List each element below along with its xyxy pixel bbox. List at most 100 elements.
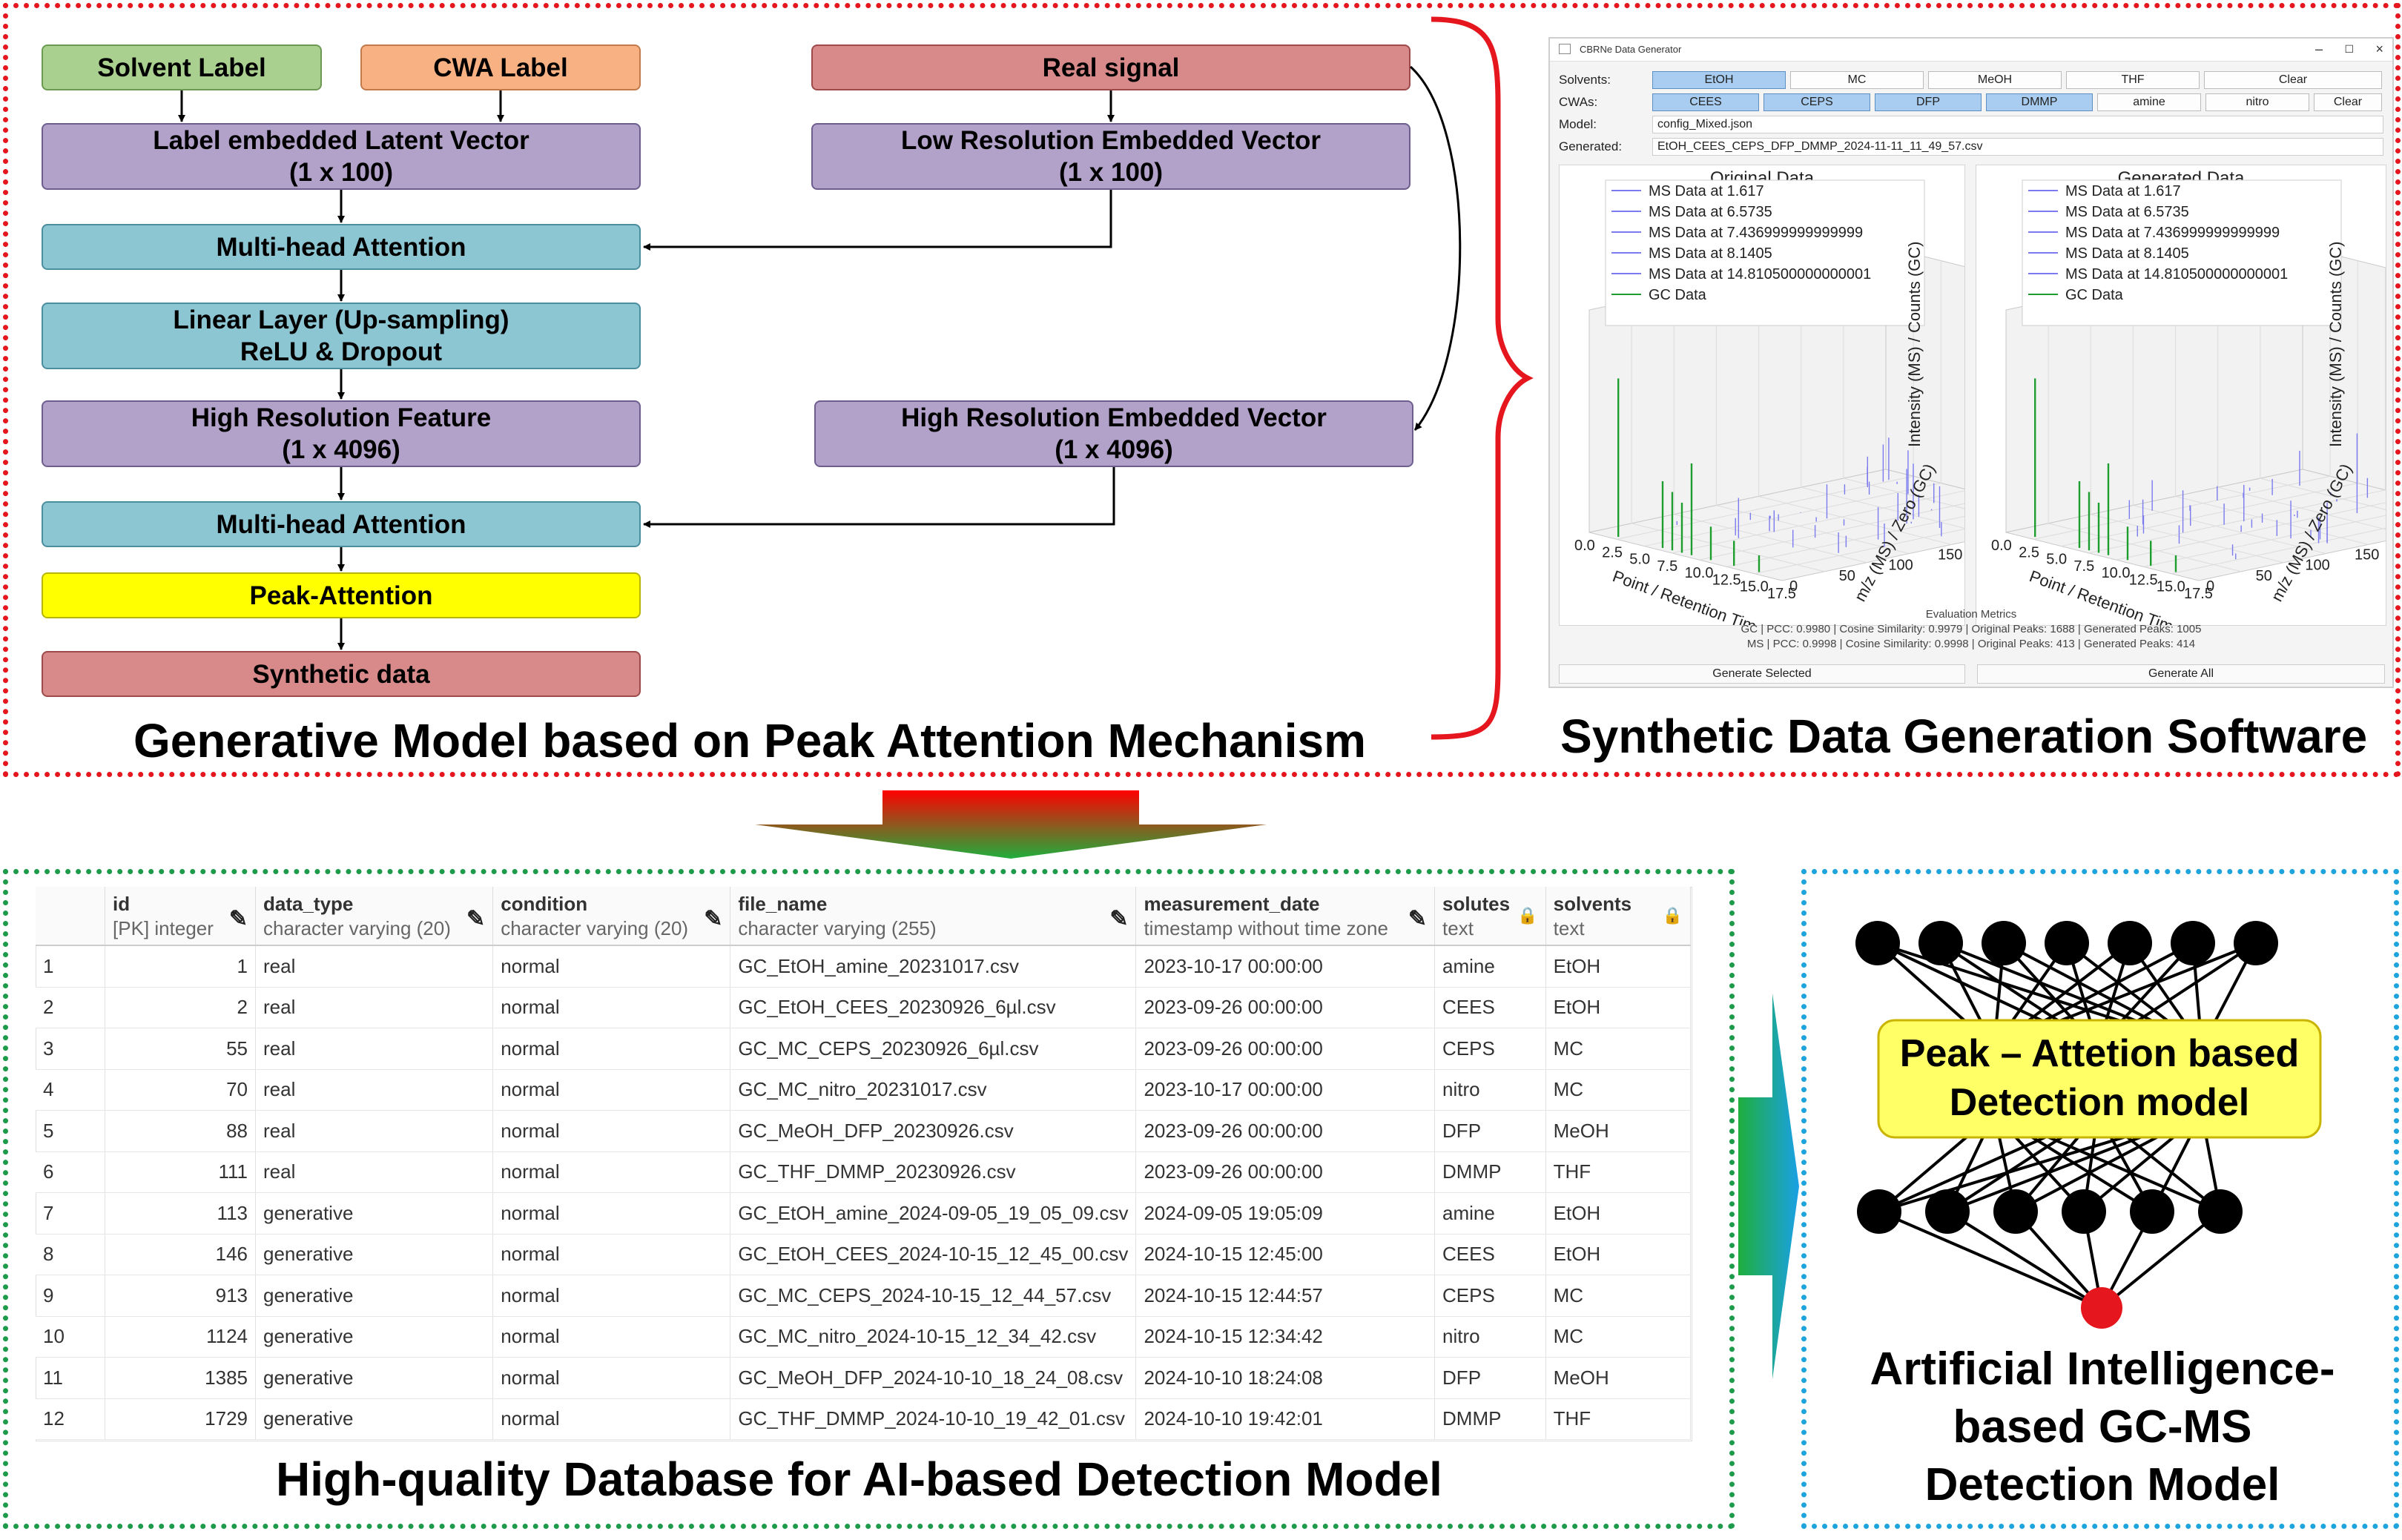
table-cell[interactable]: MC [1545, 1028, 1692, 1070]
table-cell[interactable]: GC_MeOH_DFP_20230926.csv [730, 1110, 1137, 1152]
table-cell[interactable]: real [255, 1110, 494, 1152]
cwa-clear-button[interactable]: Clear [2314, 93, 2382, 111]
table-cell[interactable]: generative [255, 1234, 494, 1275]
table-cell[interactable]: EtOH [1545, 1234, 1692, 1275]
table-cell[interactable]: DMMP [1434, 1151, 1546, 1193]
table-cell[interactable]: real [255, 1028, 494, 1070]
table-cell[interactable]: CEES [1434, 1234, 1546, 1275]
table-cell[interactable]: normal [492, 1151, 731, 1193]
table-cell[interactable]: real [255, 987, 494, 1028]
table-cell[interactable]: GC_EtOH_CEES_20230926_6µl.csv [730, 987, 1137, 1028]
generate-selected-button[interactable]: Generate Selected [1559, 664, 1965, 684]
table-cell[interactable]: generative [255, 1357, 494, 1399]
table-cell[interactable]: MC [1545, 1275, 1692, 1317]
table-cell[interactable]: 70 [105, 1069, 256, 1111]
table-cell[interactable]: 5 [36, 1110, 106, 1152]
table-cell[interactable]: generative [255, 1398, 494, 1440]
table-cell[interactable]: 2023-09-26 00:00:00 [1135, 1151, 1436, 1193]
table-cell[interactable]: 2024-09-05 19:05:09 [1135, 1192, 1436, 1235]
table-cell[interactable]: normal [492, 1234, 731, 1275]
maximize-icon[interactable]: ☐ [2344, 43, 2354, 55]
table-cell[interactable]: 9 [36, 1275, 106, 1317]
table-cell[interactable]: 7 [36, 1192, 106, 1235]
table-cell[interactable]: 1 [36, 945, 106, 988]
cwa-chip-amine[interactable]: amine [2097, 93, 2201, 111]
table-cell[interactable]: EtOH [1545, 987, 1692, 1028]
table-cell[interactable]: 10 [36, 1316, 106, 1358]
close-icon[interactable]: × [2375, 42, 2383, 56]
table-cell[interactable]: GC_THF_DMMP_20230926.csv [730, 1151, 1137, 1193]
table-cell[interactable]: DFP [1434, 1357, 1546, 1399]
solvent-clear-button[interactable]: Clear [2204, 71, 2382, 89]
solvent-chip-meoh[interactable]: MeOH [1928, 71, 2062, 89]
table-cell[interactable]: MeOH [1545, 1110, 1692, 1152]
table-cell[interactable]: 113 [105, 1192, 256, 1235]
table-cell[interactable]: 3 [36, 1028, 106, 1070]
column-header-id[interactable]: id[PK] integer✎ [105, 887, 256, 946]
table-cell[interactable]: MC [1545, 1069, 1692, 1111]
table-cell[interactable]: CEES [1434, 987, 1546, 1028]
generate-all-button[interactable]: Generate All [1977, 664, 2385, 684]
generated-select[interactable]: EtOH_CEES_CEPS_DFP_DMMP_2024-11-11_11_49… [1652, 138, 2383, 156]
minimize-icon[interactable]: – [2314, 42, 2323, 56]
table-cell[interactable]: MC [1545, 1316, 1692, 1358]
table-cell[interactable]: 1729 [105, 1398, 256, 1440]
table-cell[interactable]: normal [492, 1275, 731, 1317]
table-cell[interactable]: CEPS [1434, 1275, 1546, 1317]
table-cell[interactable]: 2023-09-26 00:00:00 [1135, 987, 1436, 1028]
table-cell[interactable]: 146 [105, 1234, 256, 1275]
table-cell[interactable]: amine [1434, 945, 1546, 988]
table-cell[interactable]: 2024-10-15 12:45:00 [1135, 1234, 1436, 1275]
table-cell[interactable]: 111 [105, 1151, 256, 1193]
table-cell[interactable]: real [255, 945, 494, 988]
table-cell[interactable]: 2023-10-17 00:00:00 [1135, 945, 1436, 988]
table-cell[interactable]: MeOH [1545, 1357, 1692, 1399]
cwa-chip-dfp[interactable]: DFP [1875, 93, 1982, 111]
table-cell[interactable]: nitro [1434, 1316, 1546, 1358]
table-cell[interactable]: 2024-10-10 19:42:01 [1135, 1398, 1436, 1440]
table-cell[interactable]: normal [492, 1110, 731, 1152]
table-cell[interactable]: normal [492, 1398, 731, 1440]
table-cell[interactable]: nitro [1434, 1069, 1546, 1111]
table-cell[interactable]: 2024-10-15 12:44:57 [1135, 1275, 1436, 1317]
table-cell[interactable]: 1 [105, 945, 256, 988]
table-cell[interactable]: normal [492, 1069, 731, 1111]
table-cell[interactable]: 88 [105, 1110, 256, 1152]
table-cell[interactable]: GC_THF_DMMP_2024-10-10_19_42_01.csv [730, 1398, 1137, 1440]
table-cell[interactable]: 2024-10-10 18:24:08 [1135, 1357, 1436, 1399]
table-cell[interactable]: DFP [1434, 1110, 1546, 1152]
table-cell[interactable]: generative [255, 1275, 494, 1317]
table-cell[interactable]: THF [1545, 1398, 1692, 1440]
table-cell[interactable]: normal [492, 945, 731, 988]
table-cell[interactable]: GC_EtOH_amine_2024-09-05_19_05_09.csv [730, 1192, 1137, 1235]
table-cell[interactable]: 2023-09-26 00:00:00 [1135, 1110, 1436, 1152]
table-cell[interactable]: 2 [105, 987, 256, 1028]
table-cell[interactable]: 4 [36, 1069, 106, 1111]
table-cell[interactable]: GC_MeOH_DFP_2024-10-10_18_24_08.csv [730, 1357, 1137, 1399]
table-cell[interactable]: GC_EtOH_CEES_2024-10-15_12_45_00.csv [730, 1234, 1137, 1275]
table-cell[interactable]: 2 [36, 987, 106, 1028]
table-cell[interactable]: generative [255, 1192, 494, 1235]
cwa-chip-nitro[interactable]: nitro [2205, 93, 2309, 111]
table-cell[interactable]: 1385 [105, 1357, 256, 1399]
table-cell[interactable]: DMMP [1434, 1398, 1546, 1440]
table-cell[interactable]: normal [492, 1192, 731, 1235]
table-cell[interactable]: GC_MC_CEPS_20230926_6µl.csv [730, 1028, 1137, 1070]
table-cell[interactable]: 1124 [105, 1316, 256, 1358]
